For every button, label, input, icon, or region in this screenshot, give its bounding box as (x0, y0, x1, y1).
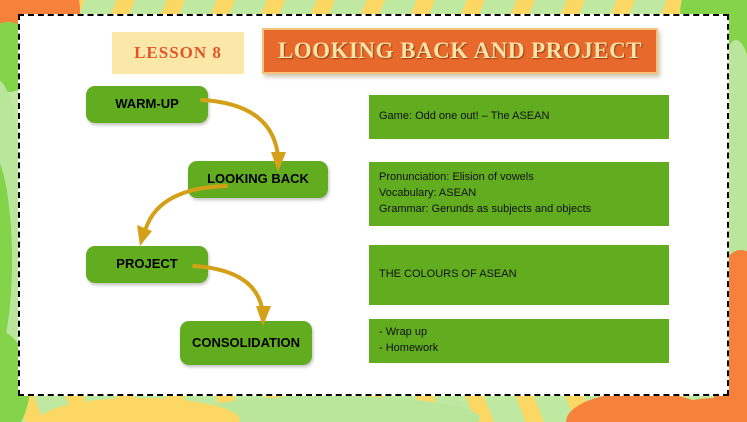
title-banner: LOOKING BACK AND PROJECT (262, 28, 658, 74)
flow-step-looking-back[interactable]: LOOKING BACK (188, 161, 328, 198)
content-line: Grammar: Gerunds as subjects and objects (379, 202, 592, 215)
content-box-warm-up: Game: Odd one out! – The ASEAN (369, 95, 669, 139)
flow-step-warm-up[interactable]: WARM-UP (86, 86, 208, 123)
content-box-looking-back: Pronunciation: Elision of vowels Vocabul… (369, 162, 669, 226)
content-box-consolidation: - Wrap up - Homework (369, 319, 669, 363)
content-line: Vocabulary: ASEAN (379, 187, 477, 200)
page-title: LOOKING BACK AND PROJECT (277, 38, 643, 63)
content-line: Game: Odd one out! – The ASEAN (379, 110, 550, 123)
content-line: THE COLOURS OF ASEAN (379, 268, 517, 281)
lesson-chip: LESSON 8 (112, 32, 244, 74)
flow-step-consolidation[interactable]: CONSOLIDATION (180, 321, 312, 365)
flow-step-label: WARM-UP (115, 96, 179, 112)
flow-step-label: CONSOLIDATION (191, 334, 301, 350)
slide-page: LESSON 8 LOOKING BACK AND PROJECT WARM-U… (18, 14, 729, 396)
content-line: Pronunciation: Elision of vowels (379, 171, 534, 184)
flow-step-label: LOOKING BACK (207, 171, 309, 187)
lesson-chip-label: LESSON 8 (134, 43, 222, 62)
content-line: - Homework (379, 342, 439, 354)
flow-step-label: PROJECT (116, 256, 178, 272)
content-line: - Wrap up (379, 326, 428, 339)
content-box-project: THE COLOURS OF ASEAN (369, 245, 669, 305)
flow-step-project[interactable]: PROJECT (86, 246, 208, 283)
